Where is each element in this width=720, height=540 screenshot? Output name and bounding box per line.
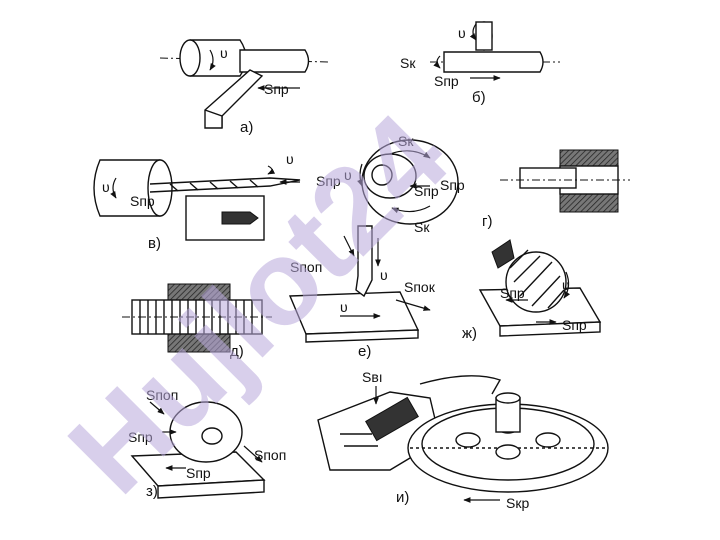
caption-e: е) [358, 343, 371, 360]
rotation-arrow-v [110, 177, 117, 199]
label-feed-b-g: Sпр [414, 183, 439, 199]
panel-i-gear-hobbing: Sвı Sкр и) [317, 369, 609, 511]
label-v-zh: υ [562, 277, 570, 293]
workpiece-face-v [147, 159, 173, 217]
cutting-tool [204, 69, 264, 129]
circular-feed-top [389, 150, 431, 159]
cross-feed-top-arrow [149, 401, 165, 415]
label-v-tool: υ [286, 151, 294, 167]
tool-rotation-arrow [267, 165, 276, 175]
workpiece-face [179, 39, 201, 77]
label-feed-b: Sпр [434, 73, 459, 89]
gear-hole-2 [495, 444, 521, 460]
machine-frame-arc [419, 375, 502, 395]
label-feed: Sпр [264, 81, 289, 97]
drill-bit [149, 177, 301, 193]
panel-b-grinding: υ Sк Sпр б) [400, 21, 560, 106]
long-feed-arrow [395, 299, 431, 311]
planer-tool [355, 225, 373, 298]
caption-g: г) [482, 213, 492, 230]
panel-zh-milling: Sпр υ Sпр ж) [462, 239, 602, 342]
caption-zh: ж) [462, 325, 477, 342]
label-circular-i: Sкр [506, 495, 529, 511]
label-v: υ [220, 45, 228, 61]
plate-side-z [157, 479, 265, 499]
label-feed-table-zh: Sпр [562, 317, 587, 333]
label-sk-bottom: Sк [414, 219, 430, 235]
section-drill [221, 211, 259, 225]
label-v-tool-e: υ [380, 267, 388, 283]
gear-hole-1 [455, 432, 481, 448]
label-feed-tool: Sпр [316, 173, 341, 189]
plate-side-e [305, 329, 419, 343]
panel-d-threading: д) [122, 283, 272, 360]
label-v-b: υ [458, 25, 466, 41]
cutter-tooth-dark [491, 239, 515, 269]
spindle-top [495, 392, 521, 404]
milling-cutter [505, 251, 567, 313]
label-sk-b: Sк [400, 55, 416, 71]
internal-wheel [371, 164, 393, 186]
caption-v: в) [148, 235, 161, 252]
label-v-table-e: υ [340, 299, 348, 315]
label-sk-top: Sк [398, 133, 414, 149]
caption-i: и) [396, 489, 409, 506]
cross-feed-arrow [343, 235, 355, 257]
wheel-rotation-g [357, 163, 363, 187]
label-v-g: υ [344, 167, 352, 183]
label-cross-top-z: Sпоп [146, 387, 178, 403]
rotation-arrow [209, 49, 216, 71]
label-vertical-i: Sвı [362, 369, 383, 385]
tool-edge [204, 109, 223, 128]
panel-e-planing: Sпоп υ Sпок υ е) [288, 225, 436, 360]
circular-feed-arrow [433, 55, 441, 69]
label-feed-table-z: Sпр [186, 465, 211, 481]
label-cross-feed-e: Sпоп [290, 259, 322, 275]
workpiece-b [443, 51, 544, 73]
hob-shaft-lines [340, 433, 378, 447]
cutter-teeth [509, 249, 565, 309]
wheel-hub-z [201, 427, 223, 445]
panel-z-surface-grinding: Sпоп Sпр Sпр Sпоп з) [128, 387, 286, 500]
label-cross-side-z: Sпоп [254, 447, 286, 463]
panel-g-internal-grinding: Sк υ Sпр Sпр Sк г) [344, 133, 630, 235]
label-v-work: υ [102, 179, 110, 195]
caption-z: з) [146, 483, 158, 500]
circular-feed-bottom [391, 205, 431, 214]
section-spindle [519, 167, 577, 189]
panel-v-drilling: υ Sпр υ Sпр в) [93, 151, 341, 252]
cutter-rotation-arrow [563, 271, 570, 299]
caption-b: б) [472, 89, 486, 106]
label-feed-work: Sпр [130, 193, 155, 209]
label-feed-wheel-z: Sпр [128, 429, 153, 445]
plate-side-zh [499, 321, 601, 337]
cross-feed-side-arrow [243, 445, 263, 463]
label-feed-cutter-zh: Sпр [500, 285, 525, 301]
drill-flutes [169, 179, 259, 192]
panel-a-turning: υ Sпр а) [159, 39, 331, 136]
caption-d: д) [230, 343, 244, 360]
wheel-rotation-arrow [469, 23, 477, 41]
caption-a: а) [240, 119, 253, 136]
label-long-feed-e: Sпок [404, 279, 436, 295]
workpiece-shaft [239, 49, 310, 73]
gear-hole-3 [535, 432, 561, 448]
hob-cutter [365, 396, 419, 442]
wheel-rim-b [475, 21, 493, 51]
label-feed-a-g: Sпр [440, 177, 465, 193]
